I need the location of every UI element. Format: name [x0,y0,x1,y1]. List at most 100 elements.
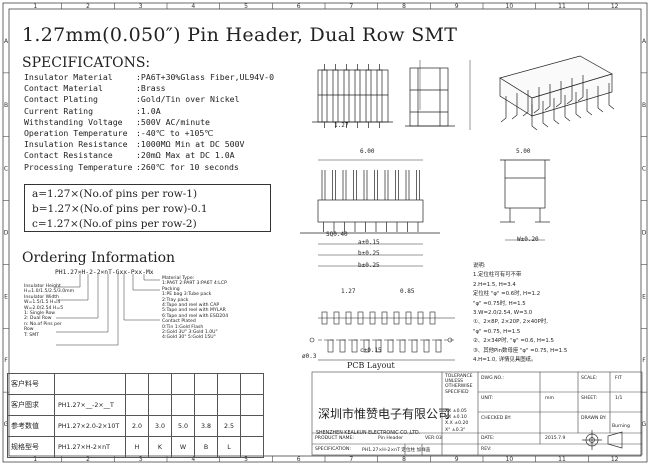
frame-col-label-top: 4 [191,3,195,10]
spec-key: Contact Resistance [24,150,113,161]
dim-b2: b±0.25 [358,262,380,269]
dim-pcb-127: 1.27 [341,288,356,295]
spec-table-cell: 3.0 [148,415,172,437]
spec-table-label: 规格型号 [7,436,55,458]
spec-value: :PA6T+30%Glass Fiber,UL94V-0 [136,72,275,82]
spec-value: :Brass [136,83,166,94]
spec-table-model: PH1.27×__-2×__T [54,394,126,416]
tolerance-line: TOLERANCE [445,374,473,379]
spec-table-model [54,373,126,395]
spec-value: :1.0A [136,105,161,116]
company-name-cn: 深圳市惟赞电子有限公司 [318,407,451,421]
spec-row: Processing Temperature:260℃ for 10 secon… [24,162,239,172]
spec-table-cell [125,373,149,395]
iso-pin [542,101,549,128]
frame-col-label-bottom: 12 [611,456,619,463]
drawn-label: DRAWN BY: [581,416,607,421]
spec-table-cell [148,373,172,395]
ordering-note: 1:PE bag 3:Tube pack [162,292,212,298]
drawing-note-line: 定位柱 "φ" =0.6时, H=1.2 [473,291,541,298]
dim-1-27: 1.27 [334,122,349,129]
dim-w: W±0.20 [517,236,539,243]
spec-row: Insulator Material:PA6T+30%Glass Fiber,U… [24,72,274,82]
drawing-note-line: 说明: [473,263,486,269]
dim-b: b±0.25 [358,250,380,257]
frame-col-label-bottom: 6 [297,456,301,463]
pin-outline [343,69,350,123]
frame-row-label-right: A [642,38,647,45]
ordering-note: H=1.0/1.5/2.5/3.0mm [24,289,75,295]
frame-row-label-left: F [4,357,8,364]
spec-table-model: PH1.27×2.0-2×10T [54,415,126,437]
frame-col-label-bottom: 1 [33,456,37,463]
formula-box [24,184,271,232]
frame-row-label-left: G [4,421,9,428]
ordering-right-notes: Material Type:1:PA6T 2:PA9T 3:PA6T 4:LCP… [162,276,228,341]
ordering-note: Contact Plated [162,319,196,325]
pcb-pad [339,339,346,353]
right-side-view [500,159,550,223]
scale-label: SCALE: [581,376,598,381]
tolerance-line: UNLESS [445,379,464,385]
frame-col-label-top: 12 [611,3,619,10]
pcb-hole [309,337,315,343]
iso-pin [608,83,615,110]
tolerance-value: XX ±0.10 [445,415,467,421]
iso-pin [533,87,540,114]
spec-label: SPECIFICATION: [315,447,351,452]
spec-table-cell [240,373,264,395]
spec-key: Contact Plating [24,94,98,105]
spec-table-cell [171,394,195,416]
spec-table-label: 参考数值 [7,415,55,437]
frame-col-label-bottom: 3 [139,456,143,463]
spec-table-cell: K [148,436,172,458]
ordering-note: n: No.of Pins per [24,321,62,327]
drawing-notes: 说明: 1.定位柱可有可不带 2.H=1.5, H=3.4 定位柱 "φ" =0.6… [473,262,567,365]
spec-table-cell [240,394,264,416]
pin-outline [354,69,361,123]
frame-row-label-left: E [4,293,8,300]
frame-col-label-top: 10 [506,3,514,10]
formula-c: c=1.27×(No.of pins per row-2) [32,218,197,230]
dim-hole: ø0.3 [302,353,317,360]
spec-row: Contact Material :Brass [24,83,166,93]
checked-label: CHECKED BY: [481,416,512,421]
iso-pin [577,75,584,102]
frame-col-label-top: 3 [139,3,143,10]
spec-key: Operation Temperature [24,128,128,138]
frame-col-label-top: 2 [86,3,90,10]
drawing-note-line: ③、其他Pin数母座 "φ" =0.75, H=1.5 [473,347,568,354]
iso-pin [544,84,551,111]
specifications-heading: SPECIFICATONS: [22,55,151,71]
dim-sq: SQ0.40 [326,231,348,238]
ordering-note: 2:Gold 3U" 3:Gold 1.0U" [162,330,218,336]
ordering-note: 6:Tape and reel with ESD204 [162,313,229,319]
company-name-en: SHENZHEN KEALKUN ELECTRONIC CO.,LTD. [316,431,421,436]
ordering-note: Insulator Width [24,294,59,300]
frame-row-label-right: E [642,293,646,300]
drawing-note-line: 1.定位柱可有可不带 [473,272,522,279]
spec-table-cell: W [171,436,195,458]
spec-key: Contact Material [24,83,103,94]
spec-value: :500V AC/minute [136,116,210,127]
spec-table-cell [217,373,241,395]
ordering-heading: Ordering Information [22,250,176,266]
spec-table-cell: 3.8 [194,415,218,437]
ordering-note: W=1.5/1.5 H=4 [24,300,61,306]
ver-label: VER: [425,436,436,441]
iso-pin [500,96,507,123]
frame-row-label-right: G [642,421,647,428]
top-front-view [312,64,393,128]
iso-pin [511,93,518,120]
spec-table-cell [148,394,172,416]
frame-col-label-top: 6 [297,3,301,10]
spec-row: Withstanding Voltage:500V AC/minute [24,117,210,127]
drawing-note-line: 2.H=1.5, H=3.4 [473,281,516,288]
date-value: 2015.7.9 [545,436,566,441]
frame-row-label-right: C [642,166,646,173]
spec-key: Current Rating [24,105,94,116]
